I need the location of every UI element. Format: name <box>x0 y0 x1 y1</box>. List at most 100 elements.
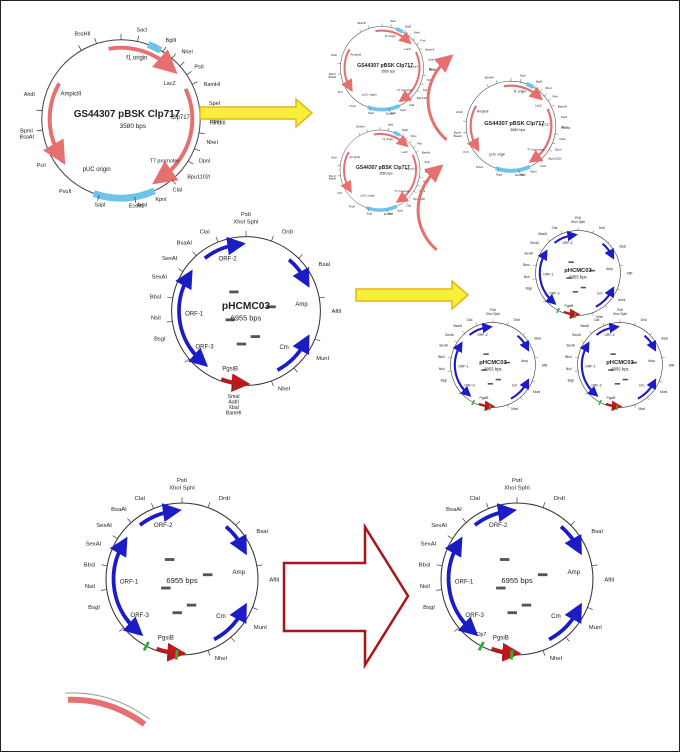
site-label: NsiI <box>524 275 530 279</box>
pgsib-arrow <box>605 400 623 412</box>
site-tick <box>462 518 467 523</box>
site-label: BsaI <box>661 336 668 340</box>
feature-label: Clp7 <box>476 632 487 638</box>
site-tick <box>94 37 97 44</box>
site-tick <box>542 300 546 303</box>
site-tick <box>581 340 585 343</box>
site-label: DpnI <box>555 148 562 152</box>
feature-label: Cm <box>551 613 561 620</box>
site-label: Eco81 <box>515 173 524 177</box>
site-label: NheI <box>427 78 433 82</box>
site-tick <box>497 169 499 173</box>
feature-label: ORF-3 <box>549 291 559 295</box>
site-tick <box>589 331 592 334</box>
site-tick <box>298 254 303 259</box>
site-tick <box>560 230 563 234</box>
site-tick <box>533 264 537 266</box>
site-tick <box>186 71 192 75</box>
site-label: AatII <box>228 400 239 406</box>
site-label: DrdI <box>282 229 293 235</box>
site-tick <box>78 45 82 51</box>
site-label: NheI <box>278 386 291 392</box>
site-label: AflII <box>669 363 675 367</box>
feature-label: ORF-1 <box>185 312 204 318</box>
site-tick <box>495 80 498 84</box>
feature-label: ORF-2 <box>489 522 508 529</box>
site-tick <box>520 397 523 401</box>
site-tick <box>271 235 274 242</box>
site-label: BglII <box>536 79 542 83</box>
site-label: NsiI <box>151 316 161 322</box>
site-label: BsaAI <box>538 232 547 236</box>
site-label: NsiI <box>566 367 572 371</box>
feature-label: PgsiB <box>564 304 574 308</box>
site-label: DpnI <box>199 158 211 164</box>
site-label: HindIII <box>561 126 570 130</box>
internal-site-mark <box>496 586 506 590</box>
site-tick <box>659 380 663 383</box>
site-label: SexAI <box>431 523 447 529</box>
site-tick <box>420 83 424 85</box>
site-tick <box>617 288 621 291</box>
site-tick <box>661 356 665 358</box>
orf2-arrow <box>468 322 493 336</box>
site-tick <box>518 170 520 174</box>
site-label: SacI <box>136 27 147 33</box>
site-tick <box>235 520 241 526</box>
amp-arrow <box>643 334 657 352</box>
site-label: SexAI <box>439 343 448 347</box>
plasmid-name: GS44307 pBSK Clp717 <box>74 109 181 120</box>
site-label: XhoI SphI <box>504 486 530 492</box>
site-label: BsaI <box>319 262 331 268</box>
site-label: AhdI <box>24 92 36 98</box>
site-label: NsiI <box>85 584 95 590</box>
site-label: Bpu1102I <box>549 157 562 161</box>
site-label: BsaAI <box>580 324 589 328</box>
site-tick <box>198 132 205 135</box>
site-label: BssHII <box>358 21 367 25</box>
feature-label: ORF-2 <box>604 333 614 337</box>
feature-label: ORF-3 <box>464 383 474 387</box>
site-tick <box>389 108 390 113</box>
site-label: BbsI <box>561 125 567 129</box>
site-tick <box>548 149 552 152</box>
site-label: AvaI <box>136 203 147 209</box>
site-tick <box>127 518 132 523</box>
site-label: SacI <box>390 19 396 23</box>
site-tick <box>454 340 458 343</box>
site-label: ClaI <box>135 496 146 502</box>
ampicillin-arrow <box>466 105 480 152</box>
site-label: SexAI <box>524 251 533 255</box>
feature-label: ORF-1 <box>585 365 595 369</box>
site-tick <box>575 356 579 358</box>
feature-label: ORF-3 <box>195 344 214 350</box>
site-label: ClaI <box>540 164 546 168</box>
site-label: ClaI <box>173 188 183 194</box>
site-label: BsgI <box>568 379 575 383</box>
site-tick <box>412 37 416 41</box>
site-label: PciI <box>37 163 47 169</box>
site-tick <box>507 322 509 326</box>
internal-site-mark <box>202 573 213 577</box>
internal-site-mark <box>610 353 616 355</box>
site-label: NheI <box>215 656 228 662</box>
site-tick <box>634 322 636 326</box>
feature-label: ORF-1 <box>458 365 468 369</box>
site-tick <box>475 322 478 326</box>
insert-site-mark <box>142 641 150 651</box>
pgsib-arrow <box>563 308 581 320</box>
amp-arrow <box>516 334 530 352</box>
site-label: BsaI <box>534 336 541 340</box>
site-label: SapI <box>94 203 106 209</box>
site-label: BbsI <box>523 263 530 267</box>
site-label: SapI <box>496 173 502 177</box>
site-tick <box>539 160 543 164</box>
site-tick <box>457 392 461 395</box>
site-label: NheI <box>559 137 566 141</box>
site-tick <box>551 104 555 107</box>
site-tick <box>319 296 325 299</box>
site-label: NsiI <box>420 584 430 590</box>
insert-fragment-line <box>65 692 150 720</box>
site-label: BssHII <box>75 31 92 37</box>
